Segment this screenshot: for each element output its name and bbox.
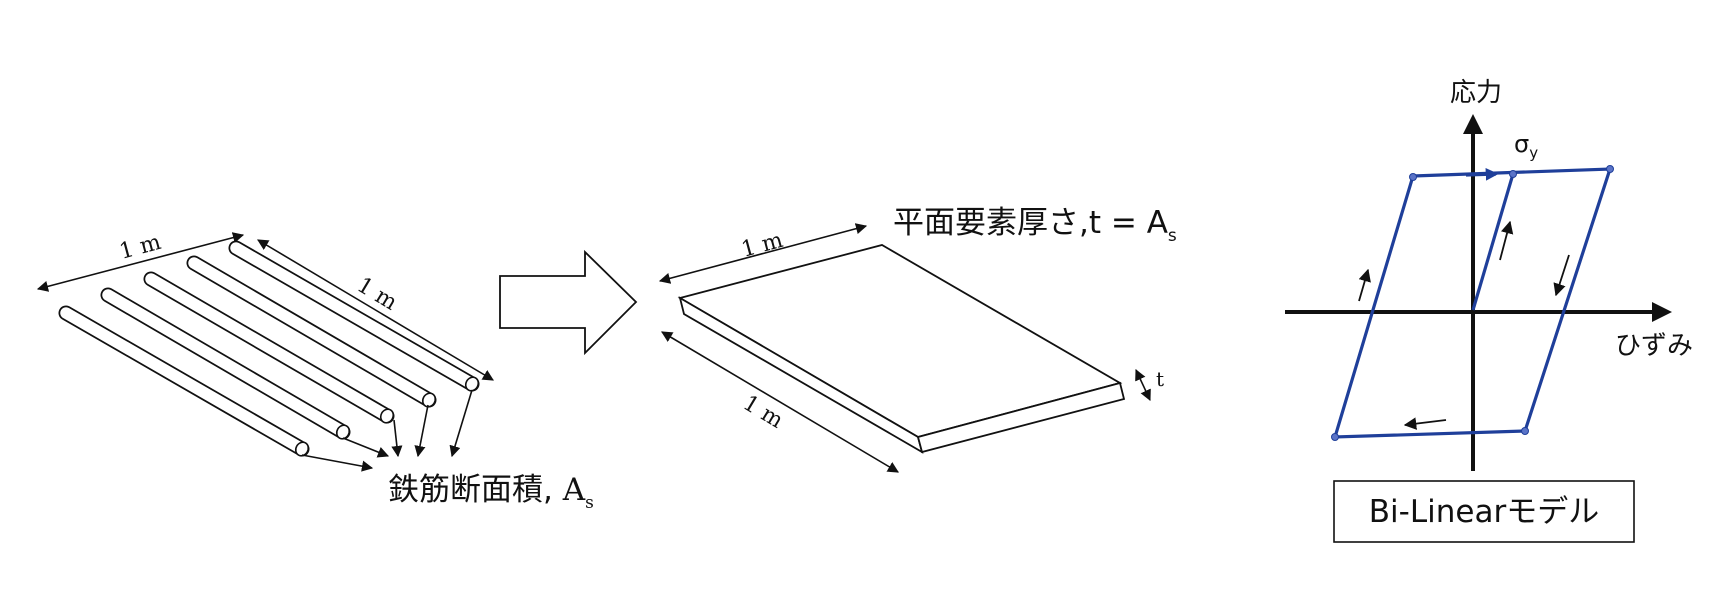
plate-side-dimension-line: [661, 331, 899, 473]
rebar-rods: [58, 240, 480, 457]
model-label-box: [1333, 480, 1635, 543]
rebar-area-label: 鉄筋断面積, As: [388, 472, 594, 513]
plate-right-face: [916, 381, 1126, 454]
rebar-top-dimension-line: [36, 232, 245, 292]
conversion-arrow-icon: [499, 249, 638, 356]
bilinear-panel: 応力 ひずみ σy Bi-Linearモデル: [1285, 78, 1693, 543]
plate-top-dimension-line: [658, 223, 868, 284]
plate-top-dim-label: 1 m: [739, 228, 786, 263]
rebar-panel: 1 m 1 m: [36, 230, 594, 513]
rebar-area-subscript: s: [585, 493, 594, 513]
y-axis-label: 応力: [1450, 78, 1502, 108]
model-label: Bi-Linearモデル: [1369, 494, 1599, 530]
plate-side-dim-label: 1 m: [739, 391, 788, 434]
arrow-right-icon: [1465, 167, 1499, 181]
rebar-top-dim-label: 1 m: [117, 230, 164, 265]
arrow-up-icon: [1499, 220, 1514, 261]
rebar-side-dimension-line: [257, 239, 494, 381]
x-axis-label: ひずみ: [1615, 331, 1693, 361]
plate-title-subscript: s: [1168, 226, 1177, 246]
rebar-leader-arrows: [301, 389, 473, 472]
rebar-rod: [58, 305, 310, 457]
yield-stress-label: σy: [1514, 130, 1538, 162]
rebar-side-dim-label: 1 m: [353, 273, 402, 316]
rebar-rod: [186, 255, 437, 408]
plate-thickness-label: t: [1156, 367, 1164, 391]
plate-thickness-title: 平面要素厚さ,t = As: [893, 205, 1177, 246]
arrow-left-icon: [1403, 417, 1447, 430]
rebar-rod: [143, 271, 395, 424]
arrow-up-left-icon: [1358, 268, 1371, 302]
plate-thickness-dimension-line: [1135, 368, 1151, 402]
loading-direction-arrows: [1358, 167, 1570, 430]
arrow-down-icon: [1553, 254, 1570, 297]
plate-panel: 1 m 1 m t 平面要素厚さ,t = As: [658, 205, 1177, 473]
rebar-area-symbol: A: [562, 472, 586, 508]
plate-title-symbol: A: [1147, 205, 1168, 241]
rebar-rod: [100, 287, 351, 440]
rebar-rod: [228, 240, 480, 392]
loop-vertex-points: [1331, 165, 1614, 441]
initial-loading-line: [1471, 173, 1515, 311]
